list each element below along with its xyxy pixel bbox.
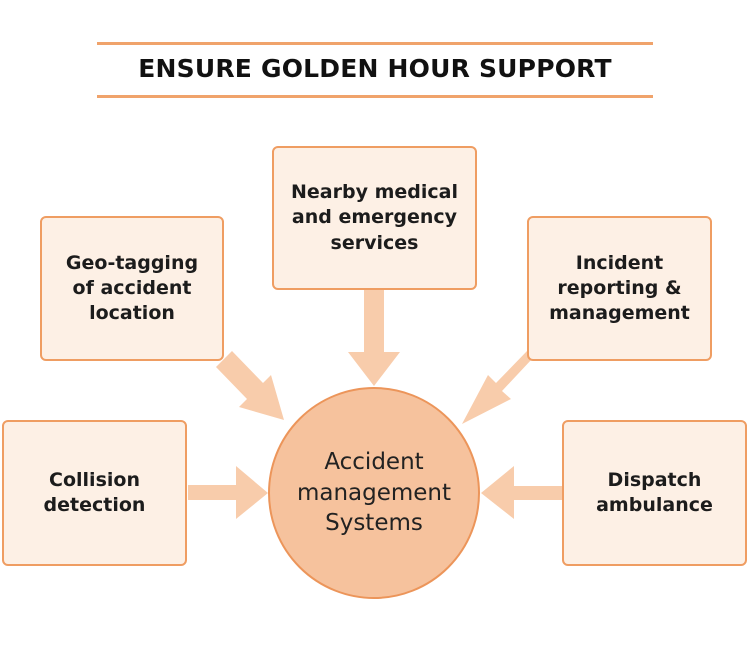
node-geo-tagging: Geo-tagging of accident location [40,216,224,361]
node-dispatch-ambulance: Dispatch ambulance [562,420,747,566]
title-rule-top [97,42,653,45]
arrow-geo-to-hub [216,351,284,420]
node-label: Dispatch ambulance [596,468,713,516]
node-collision-detection: Collision detection [2,420,187,566]
arrow-incident-to-hub [462,351,532,424]
arrow-services-to-hub [348,289,400,386]
node-label: Geo-tagging of accident location [65,251,199,325]
arrow-collision-to-hub [188,466,268,519]
node-label: Incident reporting & management [549,251,690,325]
hub-label: Accident management Systems [296,449,452,537]
node-incident-reporting: Incident reporting & management [527,216,712,361]
page-title: ENSURE GOLDEN HOUR SUPPORT [138,54,612,83]
title-rule-bottom [97,95,653,98]
arrow-dispatch-to-hub [481,466,563,519]
node-label: Collision detection [43,468,146,516]
node-label: Nearby medical and emergency services [291,181,458,254]
node-nearby-services: Nearby medical and emergency services [272,146,477,290]
hub-accident-management: Accident management Systems [268,387,480,599]
